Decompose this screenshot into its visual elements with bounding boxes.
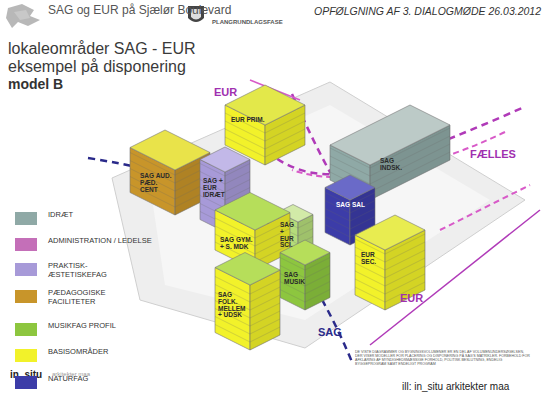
legend-swatch (15, 349, 37, 362)
floor-line (325, 217, 375, 230)
building-roof (330, 105, 450, 165)
legend-text: BASISOMRÅDER (48, 348, 158, 357)
building-name: SAG GYM. + S. MDK (220, 237, 254, 251)
floor-line (225, 129, 305, 149)
floor-line (215, 218, 290, 238)
legend-swatch (15, 212, 37, 225)
legend-text: IDRÆT (48, 211, 158, 220)
building (215, 253, 280, 351)
building-label: SAG SAL (336, 202, 366, 209)
label: DE VISTE DIAGRAMMER OG BYGNINGSVOLUMENER… (355, 351, 530, 367)
floor-line (200, 164, 250, 177)
floor-line (325, 209, 375, 222)
floor-line (355, 266, 425, 286)
floor-line (225, 113, 305, 133)
building-roof (215, 253, 280, 286)
floor-line (225, 121, 305, 141)
legend-swatch (15, 323, 37, 336)
base-plane (112, 82, 525, 348)
floor-line (355, 234, 425, 254)
building-label: EUR SEC. (361, 252, 385, 266)
label: FÆLLES (470, 148, 516, 160)
building (280, 240, 330, 310)
label: OPFØLGNING AF 3. DIALOGMØDE 26.03.2012 (314, 6, 541, 18)
label: EUR (214, 86, 237, 98)
caption: ill: in_situ arkitekter maa (402, 381, 509, 392)
floor-line (215, 234, 290, 254)
building-name: SAG SAL (336, 202, 366, 209)
floor-line (280, 290, 330, 303)
building (130, 130, 210, 215)
route-line (88, 158, 352, 362)
building-name: SAG AUD. PÆD. CENT (140, 173, 172, 193)
building (355, 215, 425, 310)
floor-line (215, 325, 280, 343)
building-label: EUR PRIM. (231, 117, 265, 124)
building-name: SAG FOLK. MELLEM + UDSK (218, 292, 250, 319)
building-label: SAG + EUR SCI. (280, 222, 298, 249)
legend-text: NATURFAG (48, 375, 158, 384)
title: lokaleområder SAG - EUR eksempel på disp… (8, 40, 218, 76)
building-label: SAG INDSK. (380, 158, 414, 172)
legend-swatch (15, 290, 37, 303)
floor-line (330, 136, 450, 176)
label: model B (8, 77, 63, 92)
floor-line (355, 250, 425, 270)
building-roof (355, 215, 425, 250)
building-name: EUR PRIM. (231, 117, 265, 124)
route-line (440, 185, 530, 230)
floor-line (280, 258, 330, 271)
legend-text: MUSIKFAG PROFIL (48, 322, 158, 331)
building-label: SAG MUSIK (284, 272, 308, 286)
label: SAG og EUR på Sjælør Boulevard (48, 4, 231, 17)
legend-swatch (15, 263, 37, 276)
building-roof (130, 130, 210, 170)
floor-line (355, 274, 425, 294)
floor-line (325, 201, 375, 214)
building-label: SAG FOLK. MELLEM + UDSK (218, 292, 250, 319)
building-label: SAG + EUR IDRÆT (203, 178, 225, 198)
legend-text: PÆDAGOGISKE FACILITETER (48, 289, 110, 306)
building-name: SAG INDSK. (380, 158, 414, 172)
base-plane-inner (150, 105, 490, 320)
building-label: SAG GYM. + S. MDK (220, 237, 254, 251)
floor-line (130, 153, 210, 176)
legend-swatch (15, 238, 37, 251)
building-name: SAG MUSIK (284, 272, 308, 286)
building-name: SAG + EUR IDRÆT (203, 178, 225, 198)
building-roof (200, 147, 250, 172)
building-label: SAG AUD. PÆD. CENT (140, 173, 172, 193)
label: EUR (400, 292, 423, 304)
legend-text: ADMINISTRATION / LEDELSE (48, 237, 158, 246)
building-name: EUR SEC. (361, 252, 385, 266)
legend-text: PRAKTISK- ÆSTETISKEFAG (48, 262, 110, 279)
building-roof (215, 193, 290, 231)
legend-swatch (15, 376, 37, 389)
floor-line (215, 317, 280, 335)
logo (6, 4, 40, 28)
building-name: SAG + EUR SCI. (280, 222, 298, 249)
label: PLANGRUNDLAGSFASE (212, 19, 283, 26)
label: SAG (318, 326, 342, 338)
